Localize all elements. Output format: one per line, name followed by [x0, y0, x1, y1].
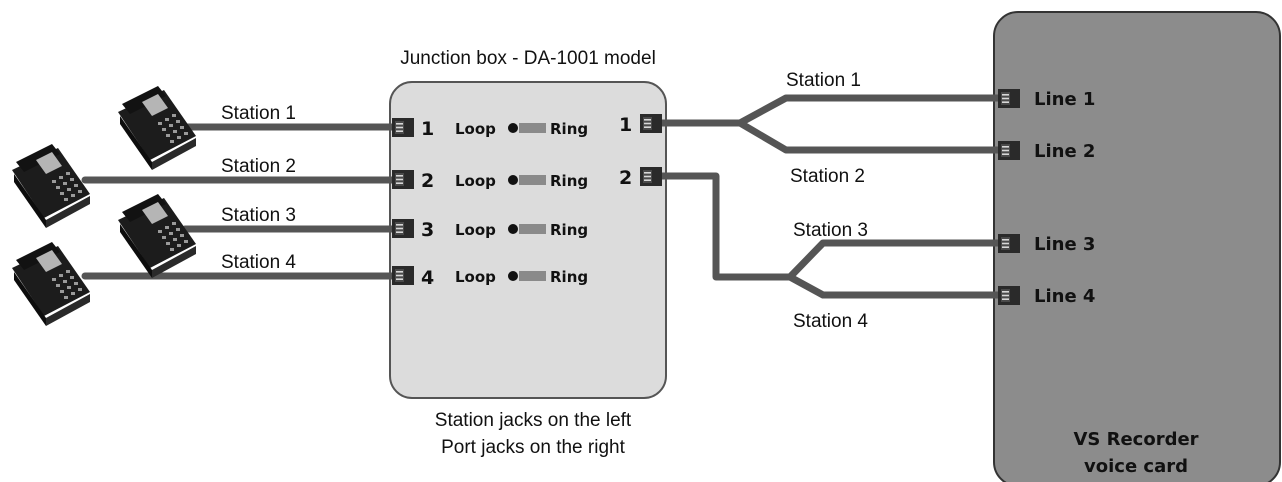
cable-label: Station 4 — [793, 311, 868, 332]
station-label: Station 4 — [221, 252, 296, 273]
cable-label: Station 1 — [786, 70, 861, 91]
port-2-split-cable — [656, 172, 1004, 299]
junction-box — [389, 81, 667, 399]
port-jack: 1 — [619, 114, 662, 136]
ring-label: Ring — [550, 268, 588, 286]
station-jack-number: 2 — [421, 170, 434, 192]
line-label: Line 3 — [1034, 234, 1095, 255]
station-label: Station 1 — [221, 103, 296, 124]
station-jack-number: 1 — [421, 118, 434, 140]
loop-label: Loop — [455, 221, 496, 239]
loop-label: Loop — [455, 120, 496, 138]
junction-box-caption-line2: Port jacks on the right — [441, 437, 625, 458]
port-jack-number: 1 — [619, 114, 632, 136]
recorder-line-jack: Line 1 — [998, 89, 1095, 110]
port-jack-number: 2 — [619, 167, 632, 189]
station-label: Station 3 — [221, 205, 296, 226]
loop-ring-switch-knob — [508, 271, 518, 281]
recorder-voice-card — [993, 11, 1281, 482]
station-jack-number: 3 — [421, 219, 434, 241]
telephone-icon — [12, 242, 90, 326]
junction-box-caption-line1: Station jacks on the left — [435, 410, 632, 431]
loop-ring-switch-track — [519, 271, 546, 281]
station-jack: 2 Loop Ring — [392, 170, 588, 192]
ring-label: Ring — [550, 221, 588, 239]
telephone-icon — [118, 194, 196, 278]
ring-label: Ring — [550, 172, 588, 190]
station-jack: 3 Loop Ring — [392, 219, 588, 241]
cable-label: Station 2 — [790, 166, 865, 187]
junction-box-title: Junction box - DA-1001 model — [400, 48, 656, 69]
line-label: Line 4 — [1034, 286, 1095, 307]
loop-label: Loop — [455, 172, 496, 190]
loop-ring-switch-knob — [508, 175, 518, 185]
cable-label: Station 3 — [793, 220, 868, 241]
ring-label: Ring — [550, 120, 588, 138]
recorder-line-jack: Line 3 — [998, 234, 1095, 255]
loop-label: Loop — [455, 268, 496, 286]
recorder-title-line1: VS Recorder — [1073, 429, 1198, 450]
recorder-line-jack: Line 4 — [998, 286, 1095, 307]
line-label: Line 1 — [1034, 89, 1095, 110]
loop-ring-switch-track — [519, 224, 546, 234]
station-jack-number: 4 — [421, 267, 434, 289]
station-jack: 1 Loop Ring — [392, 118, 588, 140]
telephone-icon — [12, 144, 90, 228]
loop-ring-switch-track — [519, 175, 546, 185]
recorder-line-jack: Line 2 — [998, 141, 1095, 162]
line-label: Line 2 — [1034, 141, 1095, 162]
recorder-title-line2: voice card — [1084, 456, 1188, 477]
telephone-icon — [118, 86, 196, 170]
station-label: Station 2 — [221, 156, 296, 177]
loop-ring-switch-knob — [508, 123, 518, 133]
port-1-split-cable — [656, 94, 1004, 154]
station-jack: 4 Loop Ring — [392, 266, 588, 289]
port-jack: 2 — [619, 167, 662, 189]
loop-ring-switch-knob — [508, 224, 518, 234]
loop-ring-switch-track — [519, 123, 546, 133]
